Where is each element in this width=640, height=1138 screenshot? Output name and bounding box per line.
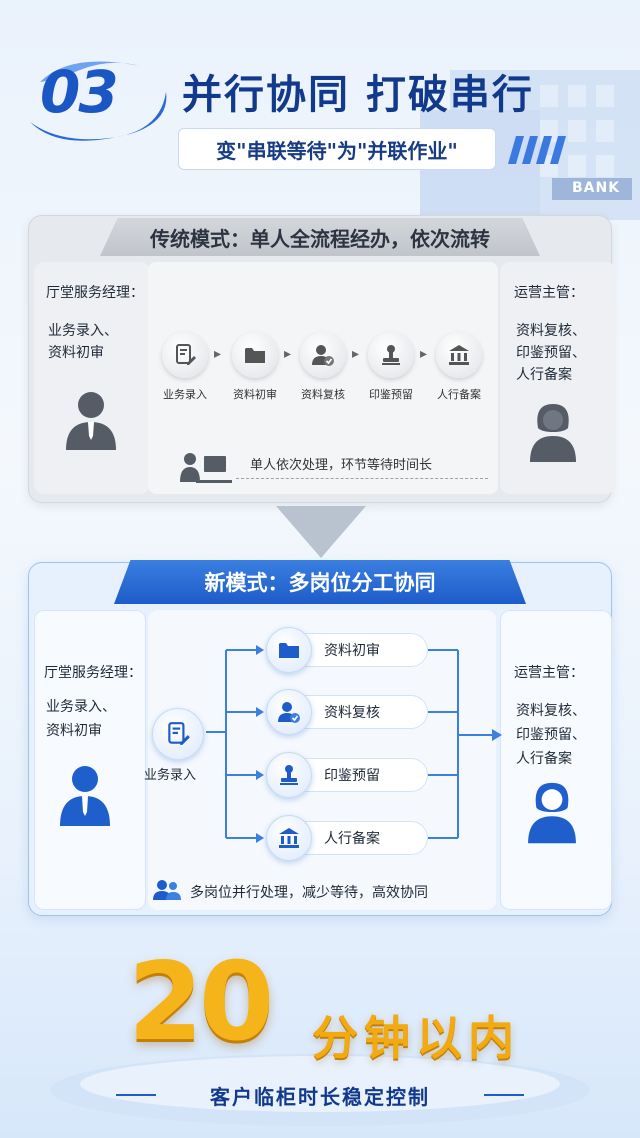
parallel-step-label-1: 资料初审 <box>324 643 380 659</box>
step-circle-4 <box>368 332 414 378</box>
user-check-icon <box>312 345 334 366</box>
step-label-4: 印鉴预留 <box>369 388 413 401</box>
traditional-left-task-1: 业务录入、 <box>48 323 118 339</box>
stripe-decoration <box>508 136 566 164</box>
step-circle-1 <box>162 332 208 378</box>
document-edit-icon <box>176 344 196 365</box>
arrow-icon: ▸ <box>214 346 222 362</box>
arrow-icon: ▸ <box>352 346 360 362</box>
new-left-card <box>34 610 146 910</box>
step-label-5: 人行备案 <box>437 388 481 401</box>
parallel-step-circle-2 <box>266 689 312 735</box>
parallel-step-circle-3 <box>266 752 312 798</box>
parallel-step-label-4: 人行备案 <box>324 831 380 847</box>
page-title: 并行协同 打破串行 <box>182 72 534 118</box>
section-number: 03 <box>40 58 119 126</box>
parallel-step-label-3: 印鉴预留 <box>324 768 380 784</box>
arrow-icon: ▸ <box>420 346 428 362</box>
arrow-icon: ▸ <box>284 346 292 362</box>
traditional-mode-title: 传统模式：单人全流程经办，依次流转 <box>100 218 540 256</box>
result-caption: 客户临柜时长稳定控制 <box>210 1084 430 1109</box>
folder-icon <box>245 348 265 363</box>
result-unit: 分钟以内 <box>312 1011 520 1065</box>
new-right-task-2: 印鉴预留、 <box>516 727 586 743</box>
step-label-3: 资料复核 <box>301 388 345 401</box>
team-icon <box>153 880 181 900</box>
new-right-task-1: 资料复核、 <box>516 703 586 719</box>
new-left-task-1: 业务录入、 <box>46 699 116 715</box>
document-edit-icon <box>168 722 190 745</box>
female-avatar-icon <box>530 404 576 462</box>
traditional-left-card <box>34 262 150 494</box>
new-right-role: 运营主管： <box>514 665 584 681</box>
user-check-icon <box>278 702 300 723</box>
traditional-right-role: 运营主管： <box>514 285 584 301</box>
bank-sign: BANK <box>572 180 621 196</box>
male-avatar-icon <box>66 392 116 450</box>
new-start-step-circle <box>152 708 204 760</box>
person-at-desk-icon <box>180 453 232 483</box>
down-arrow-icon <box>276 506 366 558</box>
traditional-flow-area <box>148 262 498 494</box>
page-subtitle: 变"串联等待"为"并联作业" <box>178 128 496 170</box>
new-mode-title: 新模式：多岗位分工协同 <box>114 560 526 604</box>
timeline-dashed-line <box>236 478 488 479</box>
male-avatar-icon <box>60 766 110 826</box>
traditional-right-task-1: 资料复核、 <box>516 323 586 339</box>
parallel-connector-lines <box>206 645 502 843</box>
step-circle-5 <box>436 332 482 378</box>
step-circle-2 <box>232 332 278 378</box>
bank-icon <box>279 828 299 848</box>
bank-icon <box>449 345 469 365</box>
number-badge-swoosh <box>30 61 167 141</box>
step-label-1: 业务录入 <box>163 388 207 401</box>
new-start-step-label: 业务录入 <box>144 768 197 783</box>
new-left-role: 厅堂服务经理： <box>44 665 142 681</box>
caption-line-right <box>484 1094 524 1096</box>
new-right-task-3: 人行备案 <box>516 751 572 767</box>
stamp-icon <box>280 765 298 785</box>
traditional-right-task-3: 人行备案 <box>516 367 572 383</box>
parallel-step-label-2: 资料复核 <box>324 705 380 721</box>
traditional-left-task-2: 资料初审 <box>48 345 104 361</box>
new-right-card <box>500 610 612 910</box>
result-number: 20 <box>128 940 274 1065</box>
caption-line-left <box>116 1094 156 1096</box>
female-avatar-icon <box>528 782 576 844</box>
podium-platform <box>50 1054 590 1126</box>
traditional-right-task-2: 印鉴预留、 <box>516 345 586 361</box>
folder-icon <box>279 643 299 658</box>
parallel-step-circle-1 <box>266 627 312 673</box>
stamp-icon <box>382 345 400 365</box>
parallel-step-circle-4 <box>266 815 312 861</box>
new-left-task-2: 资料初审 <box>46 723 102 739</box>
new-mode-note: 多岗位并行处理，减少等待，高效协同 <box>190 885 428 901</box>
traditional-left-role: 厅堂服务经理： <box>46 285 144 301</box>
step-label-2: 资料初审 <box>233 388 277 401</box>
traditional-note: 单人依次处理，环节等待时间长 <box>250 458 433 473</box>
step-circle-3 <box>300 332 346 378</box>
